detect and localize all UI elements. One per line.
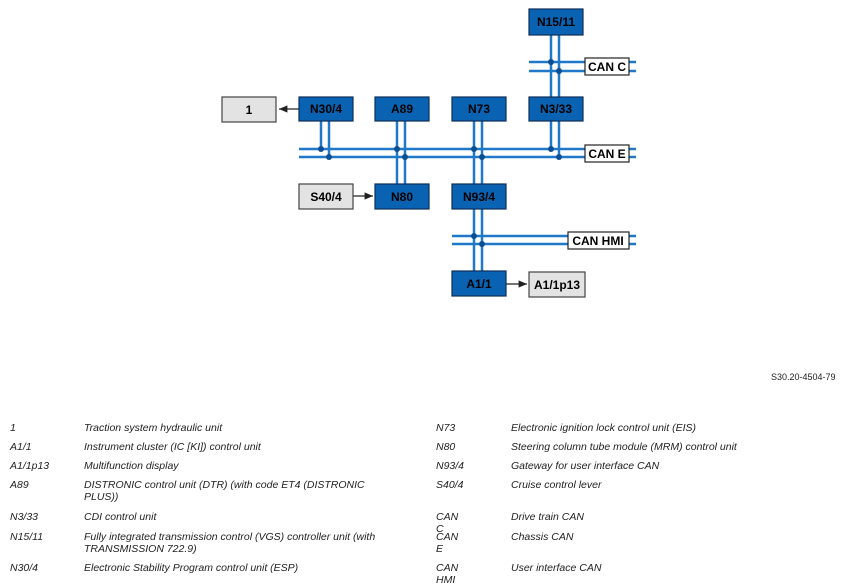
legend-desc: Steering column tube module (MRM) contro… [511, 441, 737, 453]
legend-code: N30/4 [10, 562, 39, 574]
legend-desc: Traction system hydraulic unit [84, 422, 223, 434]
svg-text:N73: N73 [468, 102, 490, 116]
can-e-bus [299, 147, 636, 159]
legend-right: N73 Electronic ignition lock control uni… [436, 422, 841, 586]
node-a89: A89 [374, 96, 430, 122]
label-can-e: CAN E [584, 144, 630, 163]
legend-desc: Electronic ignition lock control unit (E… [511, 422, 696, 434]
legend-desc: Chassis CAN [511, 531, 574, 543]
legend-code: CAN E [436, 531, 459, 555]
svg-text:CAN C: CAN C [588, 60, 626, 74]
legend-code: CAN C [436, 511, 459, 535]
can-network-diagram: N15/11 N30/4 A89 N73 N3/33 N80 N93/4 A1/… [221, 8, 636, 298]
legend-desc: Electronic Stability Program control uni… [84, 562, 299, 574]
legend-desc: Fully integrated transmission control (V… [84, 531, 376, 555]
label-can-hmi: CAN HMI [567, 231, 630, 250]
node-s40-4: S40/4 [298, 183, 354, 210]
bus-connections [319, 35, 561, 271]
node-n73: N73 [451, 96, 507, 122]
node-n30-4: N30/4 [298, 96, 354, 122]
junction-dots [318, 59, 562, 247]
svg-text:A1/1p13: A1/1p13 [534, 278, 580, 292]
node-n3-33: N3/33 [528, 96, 584, 122]
svg-text:A89: A89 [391, 102, 413, 116]
legend-desc: User interface CAN [511, 562, 602, 574]
svg-text:1: 1 [246, 103, 253, 117]
svg-text:N3/33: N3/33 [540, 102, 572, 116]
legend-code: A1/1p13 [10, 460, 50, 472]
reference-code: S30.20-4504-79 [771, 372, 836, 382]
legend-code: S40/4 [436, 479, 464, 491]
legend-code: A1/1 [10, 441, 32, 453]
legend-left: 1 Traction system hydraulic unit A1/1 In… [10, 422, 420, 582]
svg-text:N80: N80 [391, 190, 413, 204]
svg-text:A1/1: A1/1 [466, 277, 492, 291]
svg-text:N93/4: N93/4 [463, 190, 495, 204]
legend-code: N73 [436, 422, 456, 434]
legend-code: CAN HMI [436, 562, 459, 586]
svg-text:CAN E: CAN E [588, 147, 625, 161]
legend-code: N93/4 [436, 460, 465, 472]
legend-desc: Cruise control lever [511, 479, 602, 491]
label-can-c: CAN C [584, 57, 630, 76]
node-1: 1 [221, 96, 277, 123]
svg-text:S40/4: S40/4 [310, 190, 342, 204]
legend-desc: Instrument cluster (IC [KI]) control uni… [84, 441, 261, 453]
legend-code: N15/11 [10, 531, 44, 543]
legend-desc: Multifunction display [84, 460, 179, 472]
legend-desc: Gateway for user interface CAN [511, 460, 660, 472]
node-a1-1: A1/1 [451, 270, 507, 297]
svg-text:N15/11: N15/11 [537, 15, 575, 29]
legend-code: A89 [10, 479, 29, 491]
svg-text:N30/4: N30/4 [310, 102, 342, 116]
legend-code: 1 [10, 422, 16, 434]
legend-code: N3/33 [10, 511, 39, 523]
node-a1-1p13: A1/1p13 [528, 271, 586, 298]
legend-code: N80 [436, 441, 456, 453]
node-n80: N80 [374, 183, 430, 210]
signal-arrows [279, 105, 527, 288]
legend-desc: DISTRONIC control unit (DTR) (with code … [84, 479, 365, 503]
legend-desc: CDI control unit [84, 511, 157, 523]
node-n93-4: N93/4 [451, 183, 507, 210]
legend-desc: Drive train CAN [511, 511, 584, 523]
node-n15-11: N15/11 [528, 8, 584, 36]
svg-text:CAN HMI: CAN HMI [572, 234, 623, 248]
